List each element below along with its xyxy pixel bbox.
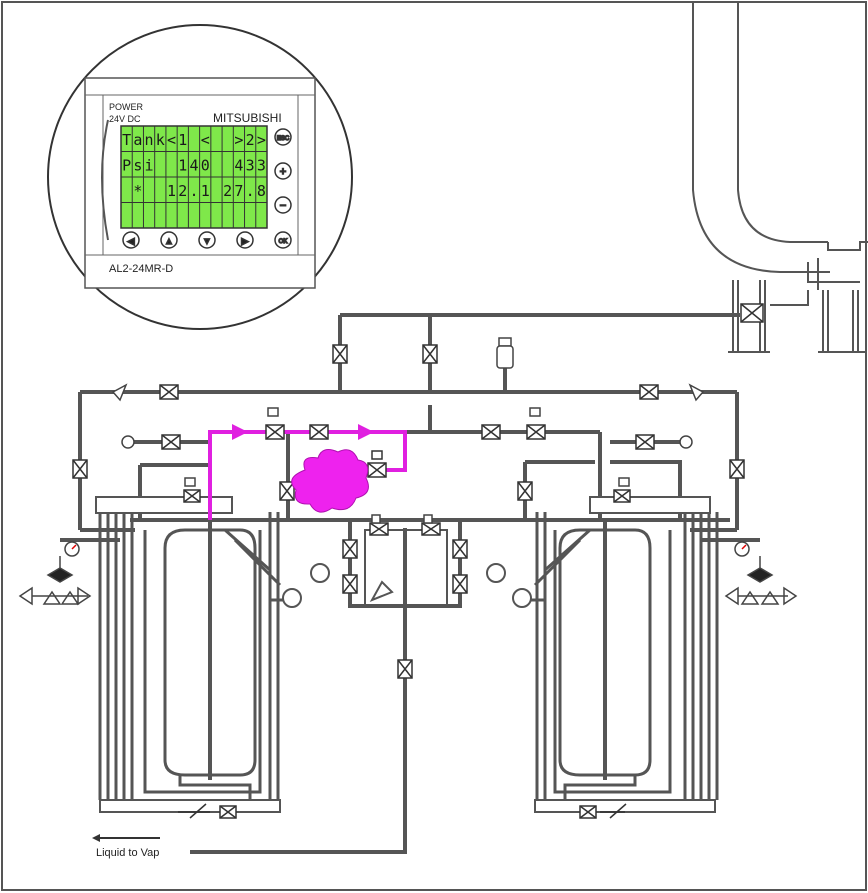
lcd-char: n bbox=[145, 131, 154, 149]
left-arrow-button[interactable]: ◀ bbox=[122, 231, 140, 249]
lcd-char: 1 bbox=[178, 157, 187, 175]
svg-text:ESC: ESC bbox=[277, 136, 290, 142]
lcd-char: > bbox=[234, 131, 243, 149]
valve bbox=[397, 659, 413, 679]
valves bbox=[72, 344, 745, 819]
valve bbox=[422, 344, 438, 364]
valve bbox=[265, 424, 387, 478]
valve bbox=[639, 384, 659, 400]
valve bbox=[729, 459, 745, 479]
lcd-char: . bbox=[246, 182, 255, 200]
right-arrow-button[interactable]: ▶ bbox=[236, 231, 254, 249]
esc-button[interactable]: ESC bbox=[274, 128, 292, 146]
lcd-char: 1 bbox=[201, 182, 210, 200]
ok-button[interactable]: OK bbox=[274, 231, 292, 249]
lcd-char: T bbox=[122, 131, 131, 149]
valve bbox=[219, 805, 237, 819]
lcd-char: k bbox=[156, 131, 165, 149]
lcd-char: 0 bbox=[201, 157, 210, 175]
minus-button[interactable]: − bbox=[274, 196, 292, 214]
lcd-char: 4 bbox=[189, 157, 198, 175]
lcd-char: * bbox=[133, 182, 142, 200]
valve bbox=[452, 574, 468, 594]
valve bbox=[342, 574, 358, 594]
lcd-char: < bbox=[201, 131, 210, 149]
plus-button[interactable]: + bbox=[274, 162, 292, 180]
valve bbox=[161, 434, 181, 450]
lcd-char: a bbox=[133, 131, 142, 149]
power-label: POWER bbox=[109, 102, 144, 112]
valve bbox=[613, 489, 631, 503]
lcd-char: 1 bbox=[167, 182, 176, 200]
svg-text:▲: ▲ bbox=[165, 236, 174, 246]
plc-side-buttons: ESC + − bbox=[274, 128, 292, 214]
plc-bottom-buttons: ◀ ▲ ▼ ▶ OK bbox=[122, 231, 292, 249]
svg-text:▶: ▶ bbox=[242, 236, 249, 246]
lcd-char: 2 bbox=[178, 182, 187, 200]
lcd-char: P bbox=[122, 157, 131, 175]
down-arrow-button[interactable]: ▼ bbox=[198, 231, 216, 249]
vapor-cloud bbox=[291, 449, 369, 513]
left-tank bbox=[95, 496, 330, 813]
lcd-char: s bbox=[133, 157, 142, 175]
lcd-char: 4 bbox=[234, 157, 243, 175]
model-label: AL2-24MR-D bbox=[109, 263, 173, 275]
liquid-to-vap-indicator: Liquid to Vap bbox=[92, 834, 160, 859]
valve bbox=[342, 539, 358, 559]
brand-label: MITSUBISHI bbox=[213, 111, 282, 125]
voltage-label: 24V DC bbox=[109, 114, 141, 124]
valve bbox=[159, 384, 179, 400]
svg-text:+: + bbox=[280, 166, 286, 178]
svg-text:◀: ◀ bbox=[128, 236, 135, 246]
up-arrow-button[interactable]: ▲ bbox=[160, 231, 178, 249]
lcd-char: . bbox=[189, 182, 198, 200]
right-relief-cluster bbox=[724, 541, 798, 606]
valve bbox=[183, 489, 201, 503]
valve bbox=[635, 434, 655, 450]
valve bbox=[526, 424, 546, 440]
lcd-char: 1 bbox=[178, 131, 187, 149]
valve bbox=[369, 522, 389, 536]
right-tank bbox=[486, 496, 719, 813]
valve bbox=[579, 805, 597, 819]
upper-vessel-outline bbox=[692, 2, 868, 353]
valve bbox=[452, 539, 468, 559]
liquid-to-vap-label: Liquid to Vap bbox=[96, 847, 159, 859]
lcd-char: i bbox=[145, 157, 154, 175]
left-relief-cluster bbox=[18, 541, 92, 606]
lcd-char: 3 bbox=[246, 157, 255, 175]
check-valves bbox=[178, 803, 627, 819]
valve bbox=[481, 424, 501, 440]
lcd-char: 2 bbox=[246, 131, 255, 149]
lcd-char: 3 bbox=[257, 157, 266, 175]
valve bbox=[72, 459, 88, 479]
valve bbox=[279, 481, 295, 501]
lcd-char: < bbox=[167, 131, 176, 149]
highlighted-flow-path bbox=[208, 424, 407, 520]
valve bbox=[517, 481, 533, 501]
svg-text:OK: OK bbox=[279, 239, 288, 245]
small-fixtures bbox=[111, 337, 705, 524]
valve bbox=[421, 522, 441, 536]
center-manifold bbox=[364, 529, 448, 607]
lcd-char: 2 bbox=[223, 182, 232, 200]
lcd-char: > bbox=[257, 131, 266, 149]
valve bbox=[332, 344, 348, 364]
lcd-char: 8 bbox=[257, 182, 266, 200]
lcd-char: 7 bbox=[234, 182, 243, 200]
svg-text:−: − bbox=[280, 200, 286, 212]
svg-text:▼: ▼ bbox=[203, 236, 212, 246]
main-supply-valve bbox=[740, 303, 764, 323]
